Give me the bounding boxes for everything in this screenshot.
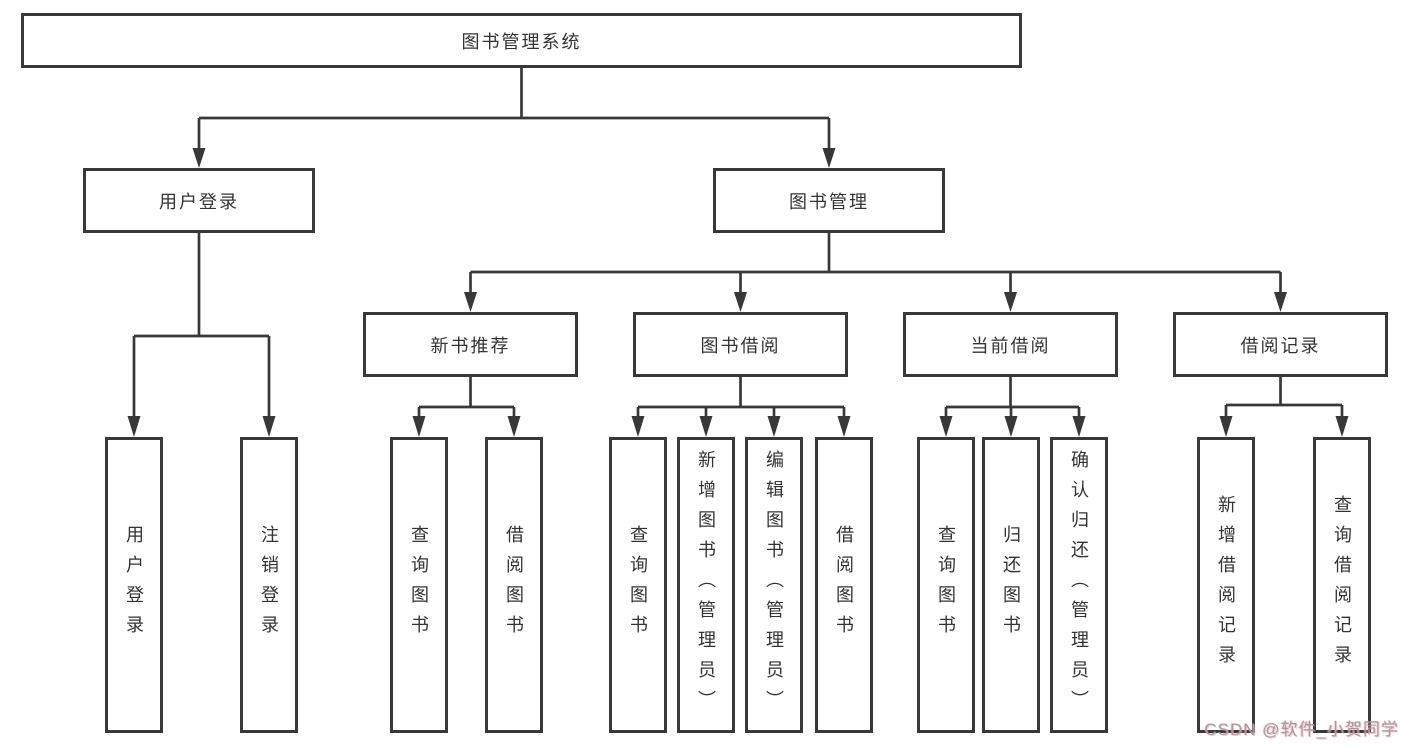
connector-book-borrow-children: [631, 377, 851, 437]
connector-user-login-children: [127, 233, 276, 437]
leaf-label: 查询借阅记录: [1332, 495, 1352, 675]
node-user-login: 用户登录: [83, 168, 315, 233]
node-borrow-records: 借阅记录: [1173, 312, 1388, 377]
leaf-label: 编辑图书（管理员）: [764, 450, 784, 720]
leaf-query-borrow-record: 查询借阅记录: [1313, 437, 1371, 733]
leaf-query-books-2: 查询图书: [609, 437, 667, 733]
node-root: 图书管理系统: [21, 13, 1022, 68]
watermark-text: CSDN @软件_小贺同学: [1204, 720, 1399, 739]
leaf-label: 确认归还（管理员）: [1069, 450, 1089, 720]
node-book-borrow: 图书借阅: [633, 312, 848, 377]
leaf-label: 借阅图书: [834, 525, 854, 645]
leaf-add-borrow-record: 新增借阅记录: [1197, 437, 1255, 733]
node-book-borrow-label: 图书借阅: [700, 335, 781, 356]
node-new-book-recommend: 新书推荐: [363, 312, 578, 377]
connector-root-to-level2: [192, 68, 836, 168]
leaf-return-books: 归还图书: [982, 437, 1040, 733]
leaf-logout: 注销登录: [240, 437, 298, 733]
node-borrow-records-label: 借阅记录: [1240, 335, 1321, 356]
node-book-management: 图书管理: [713, 168, 945, 233]
leaf-label: 新增图书（管理员）: [696, 450, 716, 720]
leaf-label: 归还图书: [1001, 525, 1021, 645]
node-user-login-label: 用户登录: [159, 191, 239, 212]
leaf-label: 新增借阅记录: [1216, 495, 1236, 675]
connector-borrow-records-children: [1219, 377, 1349, 437]
node-book-management-label: 图书管理: [789, 191, 869, 212]
leaf-add-books-admin: 新增图书（管理员）: [677, 437, 735, 733]
node-root-label: 图书管理系统: [461, 31, 582, 52]
leaf-borrow-books-1: 借阅图书: [485, 437, 543, 733]
leaf-label: 查询图书: [409, 525, 429, 645]
leaf-query-books-1: 查询图书: [390, 437, 448, 733]
leaf-borrow-books-2: 借阅图书: [815, 437, 873, 733]
leaf-label: 用户登录: [124, 525, 144, 645]
leaf-confirm-return-admin: 确认归还（管理员）: [1050, 437, 1108, 733]
leaf-edit-books-admin: 编辑图书（管理员）: [745, 437, 803, 733]
node-new-book-recommend-label: 新书推荐: [430, 335, 511, 356]
node-current-borrow: 当前借阅: [903, 312, 1118, 377]
node-current-borrow-label: 当前借阅: [970, 335, 1051, 356]
leaf-label: 借阅图书: [504, 525, 524, 645]
leaf-query-books-3: 查询图书: [917, 437, 975, 733]
leaf-label: 注销登录: [259, 525, 279, 645]
leaf-label: 查询图书: [628, 525, 648, 645]
connector-current-borrow-children: [939, 377, 1086, 437]
leaf-label: 查询图书: [936, 525, 956, 645]
leaf-user-login: 用户登录: [105, 437, 163, 733]
watermark: CSDN @软件_小贺同学: [1204, 715, 1399, 740]
connector-book-management-children: [464, 233, 1287, 312]
connector-new-book-recommend-children: [412, 377, 521, 437]
